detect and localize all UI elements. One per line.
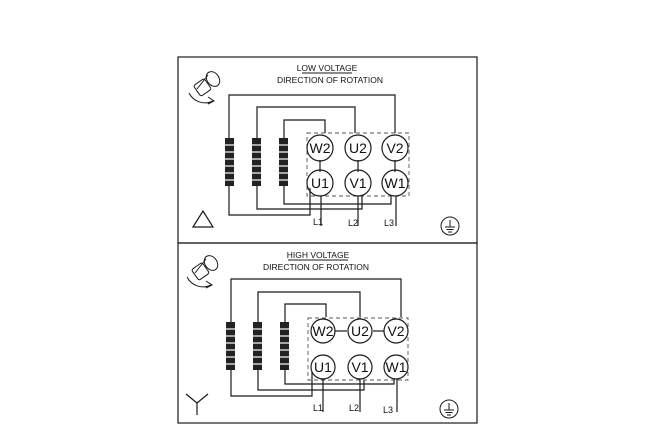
terminal-u1 [306,169,334,197]
line-label: L2 [349,403,359,413]
terminal-label: W1 [385,175,406,191]
terminal-w1 [383,354,409,380]
terminal-w2 [306,134,334,162]
terminal-label: W2 [313,323,334,339]
terminal-label: V2 [387,323,404,339]
supply-lines: L1 L2 L3 [313,379,398,415]
low-voltage-panel: LOW VOLTAGE DIRECTION OF ROTATION [177,56,478,244]
coil-windings [226,322,289,370]
terminal-block [306,132,410,197]
terminal-w2 [310,318,336,344]
coil-2 [252,138,261,186]
coil-windings [225,138,288,186]
coil-2 [253,322,262,370]
line-label: L3 [383,405,393,415]
terminal-label: V1 [351,359,368,375]
terminal-v2 [381,134,409,162]
terminal-label: V1 [349,175,366,191]
delta-symbol-icon [191,209,215,228]
panel-subtitle: DIRECTION OF ROTATION [277,75,383,85]
rotation-direction-icon [188,71,221,105]
terminal-label: V2 [386,140,403,156]
terminal-label: U2 [349,140,367,156]
star-symbol-icon [185,393,209,415]
coil-1 [226,322,235,370]
line-label: L1 [313,217,323,227]
terminals: W2 U2 V2 U1 V1 W1 [306,134,409,197]
terminal-u2 [344,134,372,162]
terminal-w1 [381,169,409,197]
high-voltage-panel: HIGH VOLTAGE DIRECTION OF ROTATION [177,242,478,424]
ground-icon [439,399,459,419]
terminal-label: U1 [314,359,332,375]
coil-3 [279,138,288,186]
terminal-v2 [383,318,409,344]
line-label: L3 [384,218,394,228]
rotation-direction-icon [186,255,219,289]
terminal-label: U2 [351,323,369,339]
panel-title: HIGH VOLTAGE [287,250,350,260]
supply-lines: L1 L2 L3 [313,196,397,228]
ground-icon [440,216,460,236]
terminal-label: W1 [386,359,407,375]
line-label: L2 [348,218,358,228]
terminal-block [307,317,409,381]
terminals: W2 U2 V2 U1 V1 W1 [310,318,409,380]
terminal-label: W2 [310,140,331,156]
line-label: L1 [313,403,323,413]
panel-frame [177,242,478,424]
panel-title: LOW VOLTAGE [297,63,358,73]
coil-1 [225,138,234,186]
coil-3 [280,322,289,370]
terminal-u2 [347,318,373,344]
panel-subtitle: DIRECTION OF ROTATION [263,262,369,272]
terminal-label: U1 [311,175,329,191]
